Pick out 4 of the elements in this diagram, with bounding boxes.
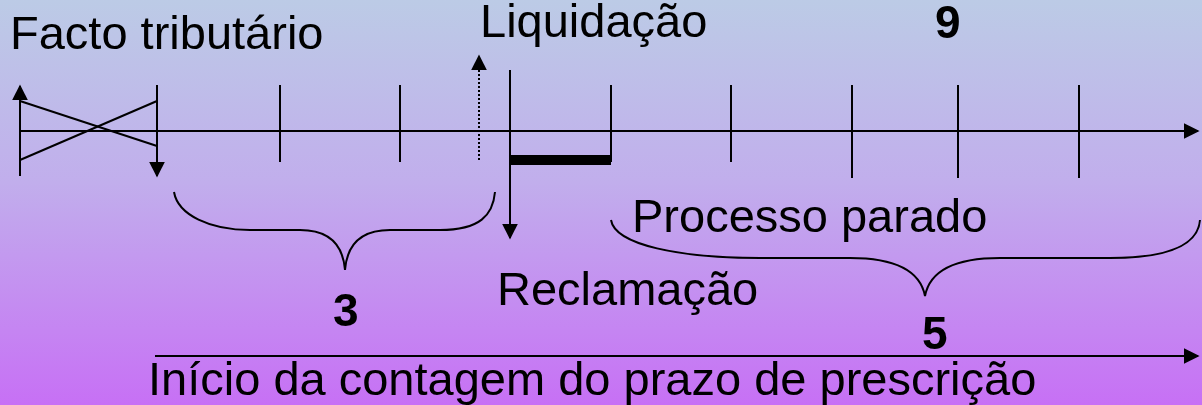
timeline-label: Facto tributário (10, 9, 324, 56)
number-label: 3 (333, 287, 359, 333)
number-label: 5 (922, 310, 948, 356)
number-label: 9 (935, 0, 961, 45)
